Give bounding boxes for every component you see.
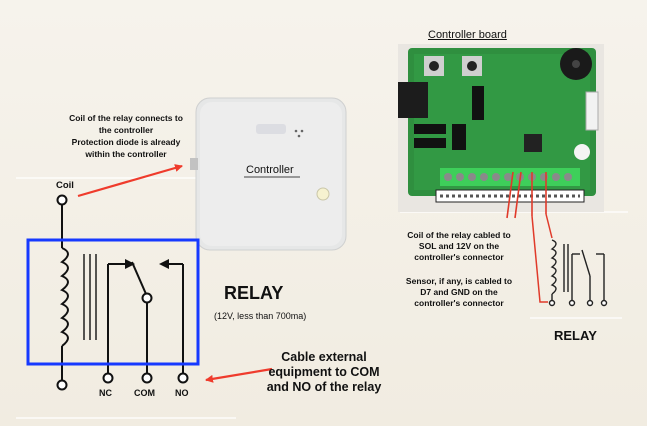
wires-to-relay bbox=[531, 213, 553, 303]
note-line: equipment to COM bbox=[268, 365, 380, 379]
controller-board-title: Controller board bbox=[428, 29, 507, 41]
relay-highlight-box bbox=[26, 238, 200, 366]
note-line: Coil of the relay connects to bbox=[69, 113, 183, 123]
controller-device bbox=[190, 97, 347, 251]
terminal-nc-label: NC bbox=[99, 388, 112, 398]
note-line: within the controller bbox=[85, 149, 167, 159]
note-line: Cable external bbox=[281, 350, 367, 364]
arrow-to-controller bbox=[77, 164, 183, 198]
coil-label: Coil bbox=[56, 180, 74, 191]
relay-schematic-left bbox=[56, 194, 189, 391]
sol-wiring-note: Coil of the relay cabled to SOL and 12V … bbox=[380, 230, 538, 263]
relay-spec: (12V, less than 700ma) bbox=[214, 311, 307, 321]
controller-board-photo bbox=[398, 44, 604, 219]
relay-schematic-right bbox=[548, 239, 608, 307]
note-line: SOL and 12V on the bbox=[418, 241, 500, 251]
relay-right-title: RELAY bbox=[554, 328, 597, 343]
terminal-com-label: COM bbox=[134, 388, 155, 398]
controller-label: Controller bbox=[246, 164, 294, 176]
note-line: controller's connector bbox=[414, 252, 504, 262]
note-line: the controller bbox=[98, 125, 154, 135]
note-line: controller's connector bbox=[414, 298, 504, 308]
coil-connection-note: Coil of the relay connects to the contro… bbox=[34, 112, 218, 160]
note-line: D7 and GND on the bbox=[420, 287, 498, 297]
arrow-to-terminals bbox=[205, 367, 273, 383]
relay-title: RELAY bbox=[224, 283, 284, 303]
terminal-no-label: NO bbox=[175, 388, 189, 398]
note-line: Sensor, if any, is cabled to bbox=[405, 276, 513, 286]
note-line: Protection diode is already bbox=[71, 137, 181, 147]
cable-note: Cable external equipment to COM and NO o… bbox=[244, 350, 404, 395]
sensor-wiring-note: Sensor, if any, is cabled to D7 and GND … bbox=[380, 276, 538, 309]
note-line: Coil of the relay cabled to bbox=[407, 230, 511, 240]
note-line: and NO of the relay bbox=[266, 380, 382, 394]
